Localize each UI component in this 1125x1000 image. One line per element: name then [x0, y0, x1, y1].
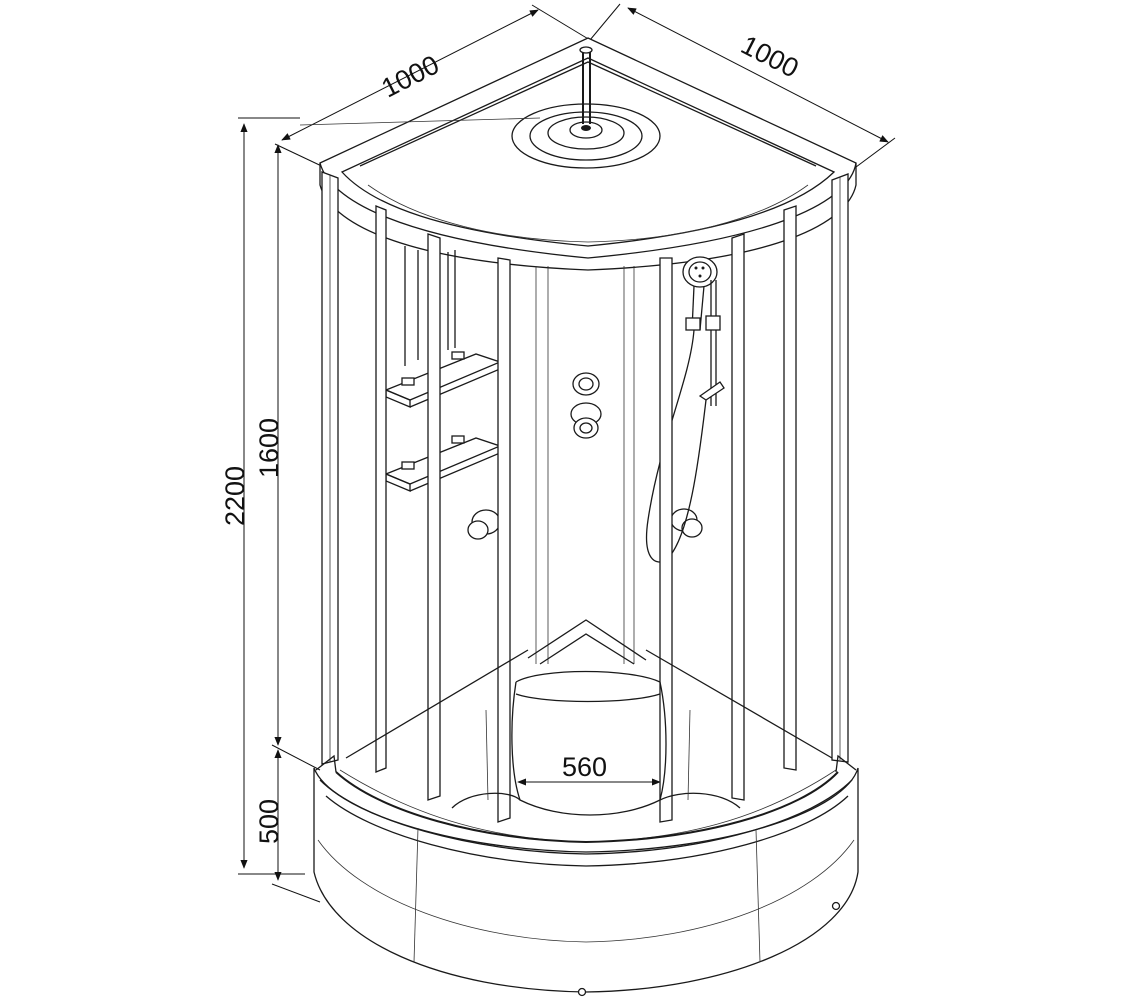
dim-width-right: 1000	[736, 30, 803, 84]
overhead-rain-shower-icon	[511, 46, 661, 169]
massage-jet-icon	[670, 508, 703, 538]
dim-total-height: 2200	[220, 466, 250, 526]
cabin-roof	[299, 37, 857, 271]
dim-cabin-height: 1600	[254, 418, 284, 478]
massage-jet-icon	[570, 402, 602, 439]
back-wall	[404, 246, 647, 665]
shelf-icon	[384, 435, 502, 492]
shelf-icon	[384, 351, 502, 408]
shower-tray	[313, 754, 859, 997]
massage-jet-icon	[572, 372, 600, 396]
massage-jet-icon	[467, 509, 501, 540]
dimension-lines	[238, 3, 896, 903]
dim-tray-height: 500	[254, 799, 284, 844]
dim-width-left: 1000	[377, 49, 444, 103]
hand-shower-icon	[646, 256, 725, 563]
door-posts	[321, 171, 849, 823]
dim-seat-width: 560	[562, 752, 607, 782]
